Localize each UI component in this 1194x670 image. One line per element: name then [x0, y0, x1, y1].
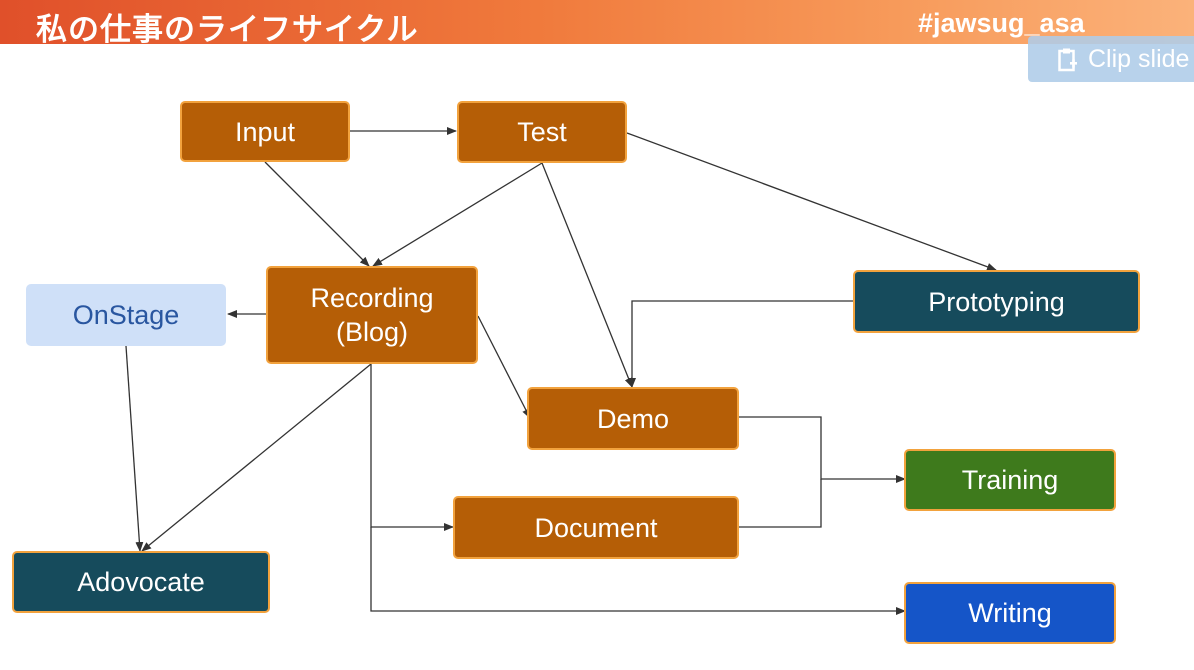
- node-training-label: Training: [961, 465, 1059, 495]
- node-training: Training: [904, 449, 1116, 511]
- edge-test-recording: [372, 162, 543, 267]
- node-writing: Writing: [904, 582, 1116, 644]
- node-recording-label-line1: Recording: [310, 283, 434, 313]
- clip-icon: [1058, 48, 1077, 72]
- node-document: Document: [453, 496, 739, 559]
- node-recording: Recording (Blog): [266, 266, 478, 364]
- node-prototyping: Prototyping: [853, 270, 1140, 333]
- node-adovocate: Adovocate: [12, 551, 270, 613]
- node-demo-label: Demo: [596, 403, 670, 434]
- node-document-label: Document: [534, 512, 658, 543]
- edge-onstage-adovocate: [125, 345, 144, 552]
- clip-slide-button[interactable]: Clip slide: [1028, 36, 1194, 82]
- clip-slide-label: Clip slide: [1088, 45, 1190, 73]
- slide-title: 私の仕事のライフサイクル: [36, 12, 419, 48]
- node-writing-label: Writing: [968, 598, 1052, 628]
- edge-prototyping-demo: [628, 300, 854, 388]
- edge-recording-writing: [370, 527, 906, 615]
- node-recording-label-line2: (Blog): [335, 317, 409, 347]
- edge-document-training: [739, 479, 822, 528]
- hashtag-label: #jawsug_asa: [918, 8, 1085, 38]
- node-test-label: Test: [517, 117, 567, 147]
- edge-test-demo: [541, 162, 633, 388]
- node-prototyping-label: Prototyping: [928, 286, 1065, 317]
- node-input: Input: [180, 101, 350, 162]
- node-demo: Demo: [527, 387, 739, 450]
- edge-recording-document: [370, 364, 454, 531]
- edge-input-recording: [264, 161, 370, 267]
- edge-test-prototyping: [626, 132, 997, 271]
- edge-recording-demo: [477, 315, 531, 419]
- node-onstage-label: OnStage: [72, 300, 180, 330]
- node-onstage: OnStage: [26, 284, 226, 346]
- node-test: Test: [457, 101, 627, 163]
- node-adovocate-label: Adovocate: [77, 567, 205, 597]
- slide-header: 私の仕事のライフサイクル #jawsug_asa: [0, 0, 1194, 48]
- edge-demo-training: [739, 416, 906, 483]
- node-input-label: Input: [234, 116, 296, 147]
- edge-recording-adovocate: [141, 363, 372, 552]
